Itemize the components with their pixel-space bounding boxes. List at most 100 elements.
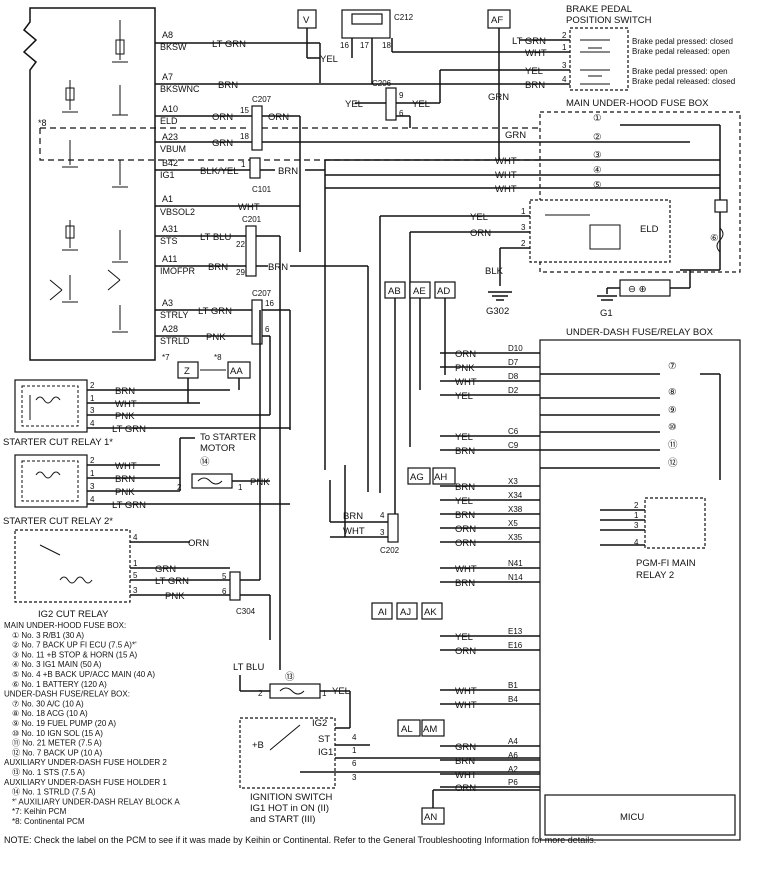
pin-number: 1 xyxy=(133,559,138,568)
connector-c202: C202 4 3 BRN WHT xyxy=(329,465,400,555)
plus-b-label: +B xyxy=(252,740,264,751)
pin-name: BKSW xyxy=(160,42,187,52)
fuse-marker: ⑦ xyxy=(668,361,677,372)
switch-label: IG1 HOT in ON (II) xyxy=(250,803,329,814)
underdash-wire-color: YEL xyxy=(455,632,473,643)
underdash-pin: B4 xyxy=(508,695,518,704)
underdash-pin: D8 xyxy=(508,372,519,381)
connector-label: C201 xyxy=(242,215,262,224)
legend-line: ⑦ No. 30 A/C (10 A) xyxy=(12,699,84,708)
underdash-pin: N41 xyxy=(508,559,523,568)
underdash-wire-color: YEL xyxy=(455,391,473,402)
wire-label: LT BLU xyxy=(233,662,264,673)
pin-name: STRLD xyxy=(160,336,190,346)
underdash-wire-color: PNK xyxy=(455,363,475,374)
legend-line: *8: Continental PCM xyxy=(12,817,85,826)
legend-line: MAIN UNDER-HOOD FUSE BOX: xyxy=(4,621,126,630)
underdash-wire-color: BRN xyxy=(455,446,475,457)
pin-number: 6 xyxy=(352,759,357,768)
wire-label: LT GRN xyxy=(198,306,232,317)
pin-number: 3 xyxy=(562,61,567,70)
wire-label: BLK xyxy=(485,266,504,277)
pin-name: VBUM xyxy=(160,144,186,154)
legend-line: ③ No. 11 +B STOP & HORN (15 A) xyxy=(12,650,138,659)
junction-aa: AA xyxy=(230,366,243,377)
pin-number: 2 xyxy=(177,483,182,492)
pin-number: 1 xyxy=(352,746,357,755)
legend-line: ① No. 3 R/B1 (30 A) xyxy=(12,631,84,640)
to-starter-label: To STARTER xyxy=(200,432,256,443)
underdash-pin: A6 xyxy=(508,751,518,760)
junction-ad: AD xyxy=(437,286,450,297)
ig2-cut-relay: ORN GRN LT GRN PNK 4 1 5 3 IG2 CUT RELAY… xyxy=(14,310,271,640)
junction-v: V xyxy=(303,15,310,26)
wire-label: LT GRN xyxy=(155,576,189,587)
pin-id: A3 xyxy=(162,298,173,308)
underdash-pin: D7 xyxy=(508,358,519,367)
fuse-marker: ⑨ xyxy=(668,405,677,416)
wire-label: BRN xyxy=(218,80,238,91)
wire-label: LT GRN xyxy=(112,500,146,511)
wire-label: BRN xyxy=(208,262,228,273)
note-marker: *7 xyxy=(162,353,170,362)
pin-number: 4 xyxy=(90,495,95,504)
wire-label: YEL xyxy=(332,686,350,697)
pin-number: 9 xyxy=(399,91,404,100)
pin-number: 4 xyxy=(90,419,95,428)
ground-label: G1 xyxy=(600,308,613,319)
pin-number: 5 xyxy=(133,571,138,580)
underdash-wire-color: WHT xyxy=(455,564,477,575)
footer-note: NOTE: Check the label on the PCM to see … xyxy=(4,835,596,845)
fuse-marker: ③ xyxy=(593,150,602,161)
wire-label: BRN xyxy=(115,474,135,485)
pin-number: 18 xyxy=(382,41,391,50)
pin-id: A8 xyxy=(162,30,173,40)
pin-name: BKSWNC xyxy=(160,84,200,94)
legend-line: ④ No. 3 IG1 MAIN (50 A) xyxy=(12,660,102,669)
pin-number: 1 xyxy=(90,394,95,403)
underdash-pin: B1 xyxy=(508,681,518,690)
underdash-wire-color: WHT xyxy=(455,686,477,697)
fuse-marker: ⑩ xyxy=(668,422,677,433)
pin-number: 15 xyxy=(240,106,249,115)
note-marker: *8 xyxy=(38,118,47,128)
pin-number: 16 xyxy=(265,299,274,308)
wire-label: BRN xyxy=(278,166,298,177)
wire-label: BRN xyxy=(525,80,545,91)
wire-label: YEL xyxy=(525,66,543,77)
brake-switch-title: BRAKE PEDAL xyxy=(566,4,632,15)
wire-label: LT BLU xyxy=(200,232,231,243)
underdash-wire-color: ORN xyxy=(455,646,476,657)
wire-label: LT GRN xyxy=(212,39,246,50)
legend-line: ⑤ No. 4 +B BACK UP/ACC MAIN (40 A) xyxy=(12,670,155,679)
wire-label: ORN xyxy=(188,538,209,549)
connector-c207-upper: C207 15 18 ORN GRN xyxy=(240,95,540,252)
pin-number: 3 xyxy=(133,586,138,595)
connector-c101: C101 1 BRN xyxy=(241,157,326,470)
underdash-wire-color: WHT xyxy=(455,770,477,781)
pin-number: 1 xyxy=(241,160,246,169)
pin-number: 17 xyxy=(360,41,369,50)
wire-label: BRN xyxy=(115,386,135,397)
fuse-marker: ⑪ xyxy=(668,440,678,451)
junction-ai: AI xyxy=(378,607,387,618)
ignition-switch: LT BLU ⑬ 2 1 YEL +B IG2 ST IG1 4 1 6 3 I… xyxy=(233,662,540,825)
pin-number: 4 xyxy=(562,75,567,84)
eld-label: ELD xyxy=(640,224,659,235)
wire-label: YEL xyxy=(470,212,488,223)
junction-ak: AK xyxy=(424,607,437,618)
junction-aj: AJ xyxy=(400,607,411,618)
wire-label: BRN xyxy=(268,262,288,273)
underdash-wire-color: YEL xyxy=(455,432,473,443)
brake-switch-title2: POSITION SWITCH xyxy=(566,15,652,26)
pin-name: ELD xyxy=(160,116,178,126)
connector-label: C101 xyxy=(252,185,272,194)
underdash-wire-color: WHT xyxy=(455,700,477,711)
pin-name: IMOFPR xyxy=(160,266,195,276)
pin-number: 2 xyxy=(258,689,263,698)
pin-number: 6 xyxy=(222,587,227,596)
underdash-pin: X35 xyxy=(508,533,523,542)
legend-line: ⑫ No. 7 BACK UP (10 A) xyxy=(12,748,102,757)
pin-number: 3 xyxy=(634,521,639,530)
switch-label: and START (III) xyxy=(250,814,315,825)
